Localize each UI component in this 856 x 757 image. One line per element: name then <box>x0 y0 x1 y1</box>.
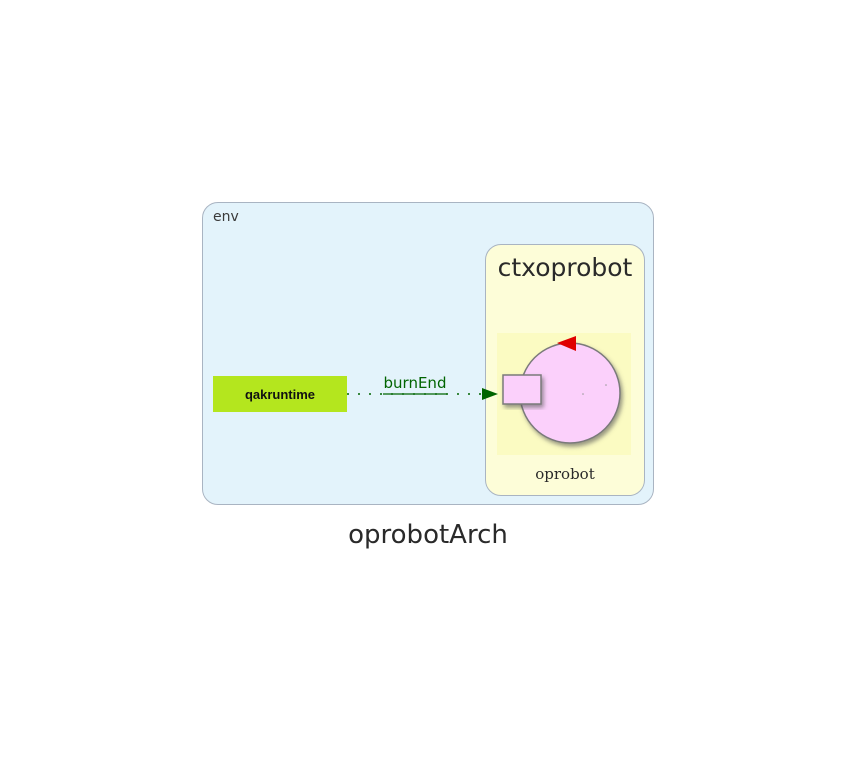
message-burnend[interactable]: burnEnd <box>347 374 498 400</box>
message-label: burnEnd <box>384 374 447 392</box>
actor-oprobot[interactable] <box>502 336 621 444</box>
diagram-title: oprobotArch <box>348 520 508 550</box>
env-label: env <box>213 209 239 225</box>
actor-qakruntime-label: qakruntime <box>244 386 316 402</box>
dot-mark <box>582 393 584 395</box>
arrowhead-icon <box>482 388 498 400</box>
actor-oprobot-red-arrow-icon <box>557 336 576 351</box>
dot-mark <box>605 384 607 386</box>
actor-oprobot-label: oprobot <box>535 465 595 483</box>
actor-qakruntime[interactable]: qakruntime <box>213 376 347 412</box>
actor-oprobot-port <box>502 374 542 405</box>
context-label: ctxoprobot <box>497 253 633 282</box>
